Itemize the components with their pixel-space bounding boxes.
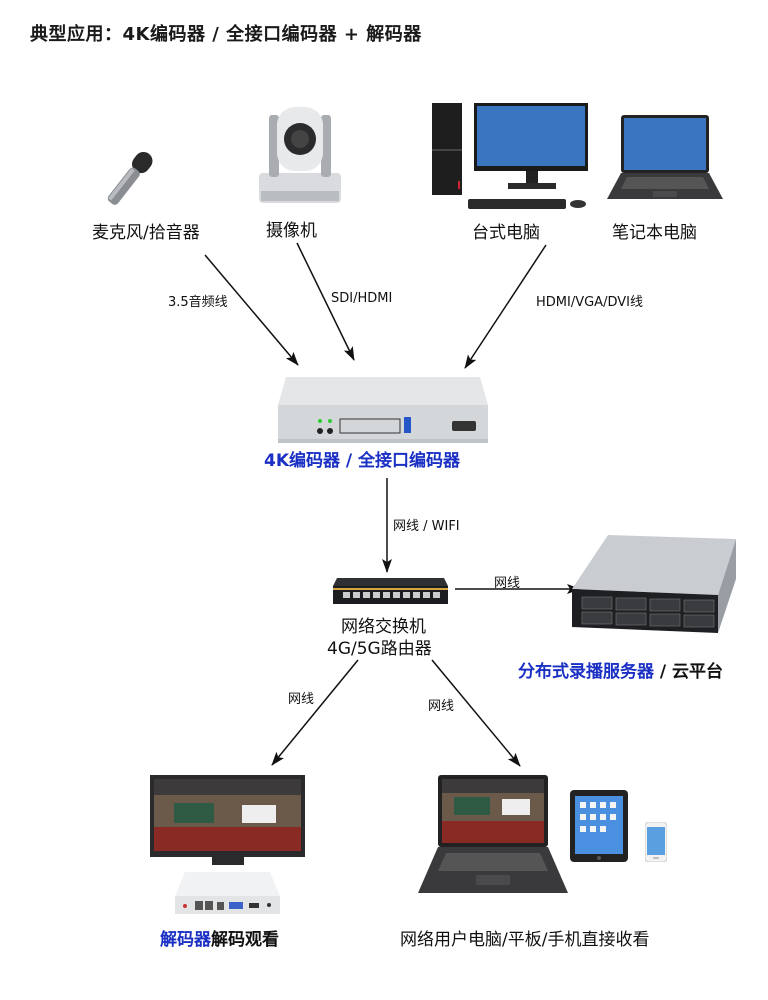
switch-label-line2: 4G/5G路由器 <box>327 639 432 659</box>
decoder-label-highlight: 解码器 <box>160 930 211 950</box>
arrow-pc-to-encoder <box>464 244 547 369</box>
encoder-label: 4K编码器 / 全接口编码器 <box>264 451 461 471</box>
desktop-label: 台式电脑 <box>472 223 540 243</box>
arrow-switch-to-decoder <box>271 659 359 766</box>
ptz-camera-icon <box>259 107 341 203</box>
desktop-computer-icon <box>432 103 588 209</box>
diagram-title: 典型应用：4K编码器 / 全接口编码器 + 解码器 <box>30 24 422 45</box>
decoder-box-icon <box>175 872 280 914</box>
encoder-switch-cable-label: 网线 / WIFI <box>393 519 460 534</box>
switch-users-cable-label: 网线 <box>428 699 455 714</box>
microphone-icon <box>107 151 153 205</box>
arrow-switch-to-users <box>431 659 521 767</box>
laptop-icon <box>418 775 568 893</box>
switch-label-line1: 网络交换机 <box>341 617 426 637</box>
server-label-rest: / 云平台 <box>654 662 724 682</box>
arrow-camera-to-encoder <box>296 242 355 361</box>
monitor-icon <box>150 775 305 865</box>
tablet-icon <box>570 790 628 862</box>
switch-server-cable-label: 网线 <box>494 576 521 591</box>
switch-decoder-cable-label: 网线 <box>288 692 315 707</box>
microphone-label: 麦克风/拾音器 <box>92 223 200 243</box>
users-label: 网络用户电脑/平板/手机直接收看 <box>400 930 650 950</box>
pc-cable-label: HDMI/VGA/DVI线 <box>536 295 643 310</box>
server-label-highlight: 分布式录播服务器 <box>518 662 654 682</box>
arrow-mic-to-encoder <box>204 254 299 366</box>
rack-server-icon <box>572 535 736 633</box>
mic-cable-label: 3.5音频线 <box>168 295 228 310</box>
decoder-label-rest: 解码观看 <box>211 930 279 950</box>
network-switch-icon <box>333 578 448 604</box>
laptop-icon <box>607 115 723 199</box>
encoder-device-icon <box>278 377 488 443</box>
smartphone-icon <box>645 822 667 862</box>
server-label: 分布式录播服务器 / 云平台 <box>518 657 723 682</box>
laptop-label: 笔记本电脑 <box>612 223 697 243</box>
camera-cable-label: SDI/HDMI <box>331 291 393 306</box>
camera-label: 摄像机 <box>266 221 317 241</box>
decoder-label: 解码器解码观看 <box>160 925 279 950</box>
